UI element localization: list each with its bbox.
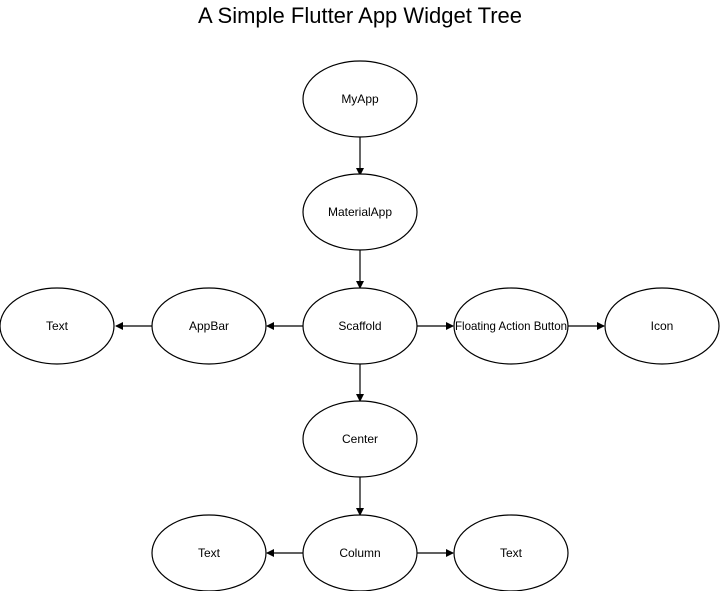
node-label: MyApp — [341, 92, 379, 106]
node-myapp: MyApp — [302, 60, 418, 138]
node-label: Text — [500, 546, 523, 560]
node-column-text-right: Text — [453, 514, 569, 591]
node-floating-action-button: Floating Action Button — [453, 287, 569, 365]
node-appbar: AppBar — [151, 287, 267, 365]
node-label: MaterialApp — [328, 205, 392, 219]
node-label: Text — [198, 546, 221, 560]
node-column: Column — [302, 514, 418, 591]
node-appbar-text: Text — [0, 287, 115, 365]
edges — [115, 137, 605, 557]
node-column-text-left: Text — [151, 514, 267, 591]
node-center: Center — [302, 400, 418, 478]
node-scaffold: Scaffold — [302, 287, 418, 365]
node-label: AppBar — [189, 319, 229, 333]
node-label: Text — [46, 319, 69, 333]
node-label: Scaffold — [338, 319, 381, 333]
node-materialapp: MaterialApp — [302, 173, 418, 251]
node-label: Center — [342, 432, 378, 446]
node-icon: Icon — [604, 287, 720, 365]
diagram-title: A Simple Flutter App Widget Tree — [197, 3, 523, 28]
node-label: Icon — [651, 319, 674, 333]
node-label: Column — [339, 546, 380, 560]
node-label: Floating Action Button — [455, 319, 567, 333]
